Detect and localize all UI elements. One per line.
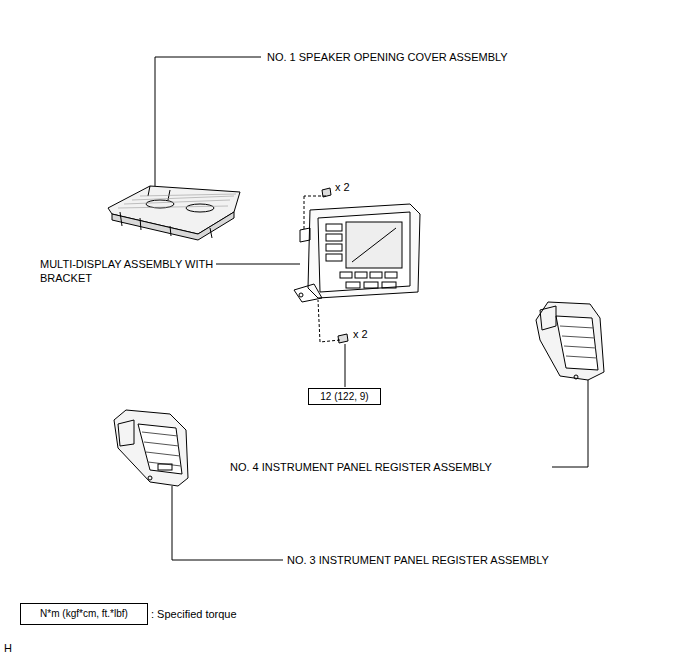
part-name: NO. 1 SPEAKER OPENING COVER ASSEMBLY [267,50,508,64]
box-text: N*m (kgf*cm, ft.*lbf) [21,608,147,620]
legend-text: : Specified torque [151,607,237,621]
part-name: MULTI-DISPLAY ASSEMBLY WITH BRACKET [40,257,215,285]
legend-unit-box: N*m (kgf*cm, ft.*lbf) [20,603,148,625]
quantity: x 2 [353,327,368,341]
box-text: 12 (122, 9) [309,391,380,403]
part-name: NO. 3 INSTRUMENT PANEL REGISTER ASSEMBLY [287,553,549,567]
figure-code: H [4,641,12,655]
part-name: NO. 4 INSTRUMENT PANEL REGISTER ASSEMBLY [230,460,492,474]
torque-box: 12 (122, 9) [308,388,381,405]
quantity: x 2 [335,180,350,194]
